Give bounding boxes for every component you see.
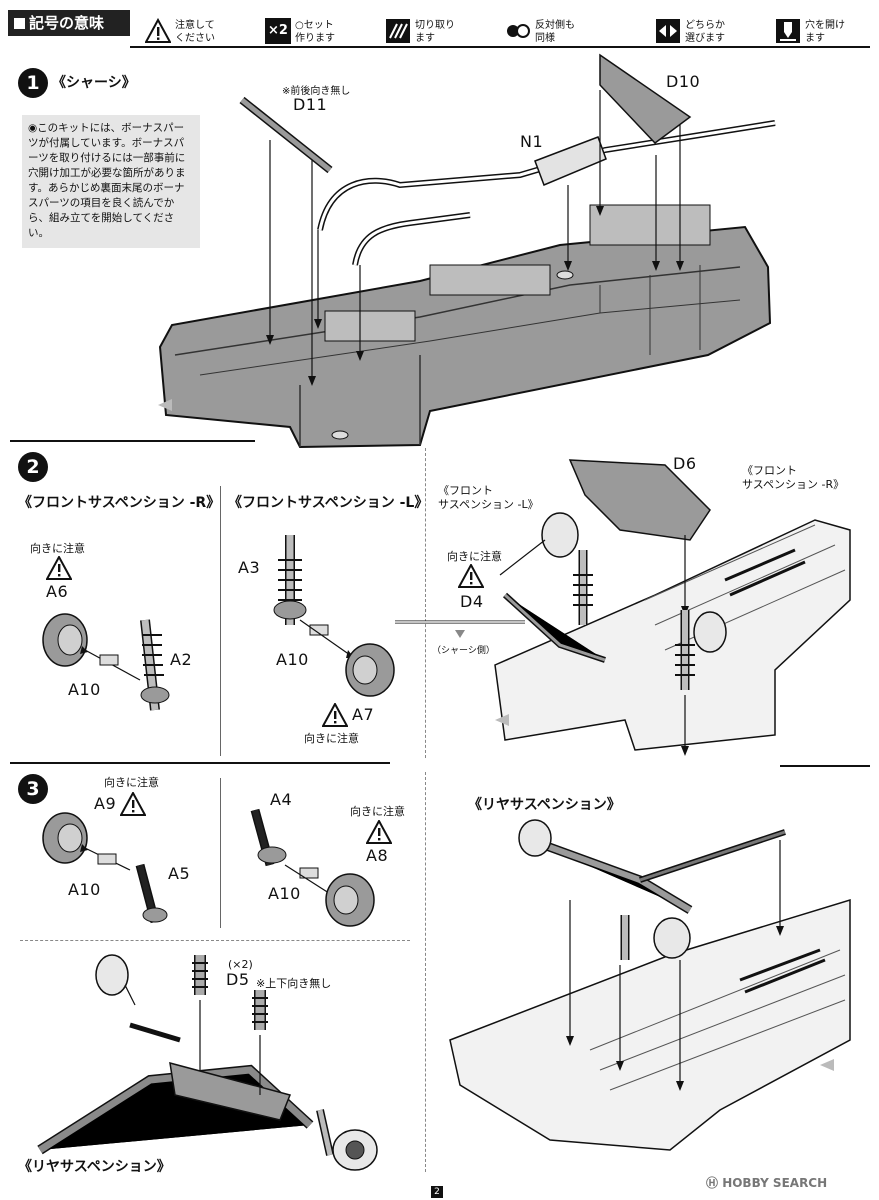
watermark-logo-icon: Ⓗ bbox=[706, 1176, 723, 1190]
caution-d4-icon bbox=[458, 564, 484, 588]
part-label-a3: A3 bbox=[238, 558, 261, 577]
legend-caution-text: 注意して ください bbox=[175, 20, 215, 44]
either-icon bbox=[656, 19, 680, 43]
caution-a8-icon bbox=[366, 820, 392, 844]
rear-chassis-illustration bbox=[449, 819, 851, 1151]
opposite-side-icon bbox=[507, 24, 530, 38]
part-label-n1: N1 bbox=[520, 132, 544, 151]
caution-a9-icon bbox=[120, 792, 146, 816]
legend-either-text: どちらか 選びます bbox=[685, 20, 725, 44]
chassis-side-note: （シャーシ側） bbox=[432, 646, 495, 656]
step3-inner-rule bbox=[20, 940, 410, 941]
front-suspension-r-heading: 《フロントサスペンション -R》 bbox=[18, 495, 221, 511]
rear-suspension-heading-right: 《リヤサスペンション》 bbox=[468, 797, 621, 813]
part-label-a10-1: A10 bbox=[68, 880, 101, 899]
step1-bottom-rule bbox=[10, 440, 255, 442]
caution-text-a6: 向きに注意 bbox=[30, 542, 85, 555]
d5-quantity: (×2) bbox=[228, 958, 253, 971]
front-suspension-l-illustration bbox=[273, 535, 395, 697]
step1-heading: 《シャーシ》 bbox=[52, 75, 136, 91]
front-chassis-illustration bbox=[395, 459, 851, 756]
part-label-d11: D11 bbox=[293, 95, 328, 114]
part-label-a6: A6 bbox=[46, 582, 69, 601]
step2-divider-2 bbox=[425, 448, 426, 758]
caution-text-d4: 向きに注意 bbox=[447, 550, 502, 563]
step3-divider-1 bbox=[220, 778, 221, 928]
step3-divider-2 bbox=[425, 772, 426, 1172]
step-number-3: 3 bbox=[18, 774, 48, 804]
part-label-a10-l: A10 bbox=[276, 650, 309, 669]
chassis-illustration bbox=[158, 53, 776, 449]
caution-text-a9: 向きに注意 bbox=[104, 776, 159, 789]
page-number: 2 bbox=[431, 1186, 443, 1198]
cut-icon bbox=[386, 19, 410, 43]
part-label-d10: D10 bbox=[666, 72, 701, 91]
part-label-d5: D5 bbox=[226, 970, 250, 989]
legend-sets-text: ○セット 作ります bbox=[295, 20, 335, 44]
rear-axle-illustration bbox=[37, 954, 378, 1171]
part-label-a7: A7 bbox=[352, 705, 375, 724]
caution-a7-icon bbox=[322, 703, 348, 727]
step2-divider-1 bbox=[220, 486, 221, 756]
rear-suspension-heading-left: 《リヤサスペンション》 bbox=[18, 1159, 171, 1175]
rear-hub-1-illustration bbox=[42, 812, 168, 924]
d5-note: ※上下向き無し bbox=[256, 977, 332, 990]
symbol-legend: 記号の意味 注意して ください ×2 ○セット 作ります 切り取り ます 反対側… bbox=[0, 0, 879, 56]
caution-text-a7: 向きに注意 bbox=[304, 732, 359, 745]
square-bullet-icon bbox=[14, 18, 25, 29]
front-suspension-r-illustration bbox=[42, 613, 170, 711]
times-two-icon: ×2 bbox=[265, 18, 291, 44]
callout-front-suspension-l: 《フロント サスペンション -L》 bbox=[438, 484, 539, 511]
bonus-parts-note: ◉このキットには、ボーナスパーツが付属しています。ボーナスパーツを取り付けるには… bbox=[22, 115, 200, 248]
part-label-d4: D4 bbox=[460, 592, 484, 611]
drill-hole-icon bbox=[776, 19, 800, 43]
part-label-a8: A8 bbox=[366, 846, 389, 865]
part-label-a5: A5 bbox=[168, 864, 191, 883]
rear-hub-2-illustration bbox=[250, 808, 375, 927]
legend-drill-text: 穴を開け ます bbox=[805, 20, 845, 44]
step2-bottom-rule-left bbox=[10, 762, 390, 764]
front-suspension-l-heading: 《フロントサスペンション -L》 bbox=[228, 495, 429, 511]
watermark: Ⓗ HOBBY SEARCH bbox=[706, 1176, 828, 1190]
legend-cut-text: 切り取り ます bbox=[415, 20, 455, 44]
legend-title: 記号の意味 bbox=[8, 10, 130, 36]
part-label-a2: A2 bbox=[170, 650, 193, 669]
part-label-a9: A9 bbox=[94, 794, 117, 813]
callout-front-suspension-r: 《フロント サスペンション -R》 bbox=[742, 464, 845, 491]
part-label-a4: A4 bbox=[270, 790, 293, 809]
legend-divider bbox=[130, 46, 870, 48]
part-label-a10-2: A10 bbox=[268, 884, 301, 903]
part-label-d6: D6 bbox=[673, 454, 697, 473]
caution-triangle-icon bbox=[145, 18, 171, 43]
step-number-1: 1 bbox=[18, 68, 48, 98]
caution-text-a8: 向きに注意 bbox=[350, 805, 405, 818]
part-label-a10-r: A10 bbox=[68, 680, 101, 699]
step2-bottom-rule-right bbox=[780, 765, 870, 767]
caution-a6-icon bbox=[46, 556, 72, 580]
step-number-2: 2 bbox=[18, 452, 48, 482]
legend-opposite-text: 反対側も 同様 bbox=[535, 20, 575, 44]
d11-note: ※前後向き無し bbox=[282, 86, 351, 97]
